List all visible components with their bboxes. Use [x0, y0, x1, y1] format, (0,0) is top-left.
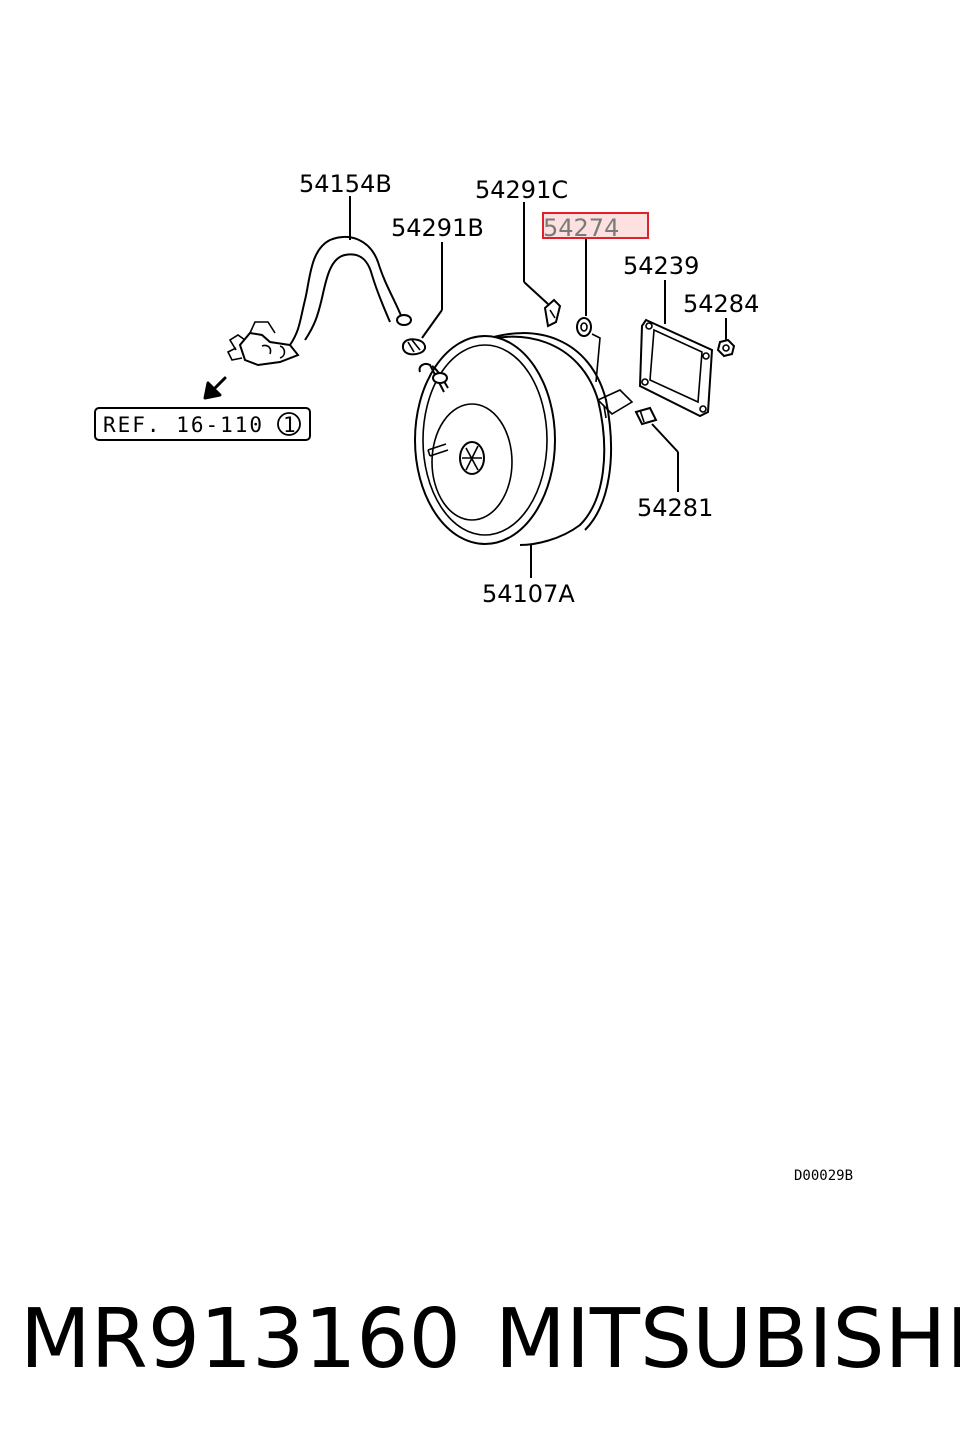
part-number: MR913160: [20, 1292, 461, 1387]
reference-circle-number: 1: [283, 413, 296, 437]
hose-clip: [401, 338, 426, 356]
gasket: [638, 318, 714, 418]
nut: [716, 338, 736, 358]
drawing-code: D00029B: [794, 1168, 853, 1184]
vacuum-hose: [226, 236, 412, 367]
label-hose[interactable]: 54154B: [299, 170, 392, 198]
leader-lines: [349, 196, 727, 578]
highlight-box: [542, 212, 649, 239]
washer: [576, 317, 592, 337]
label-stud[interactable]: 54281: [637, 494, 713, 522]
reference-arrow-icon: [203, 376, 227, 400]
brake-booster: [414, 332, 634, 546]
clip-c: [543, 298, 562, 328]
label-highlighted[interactable]: 54274: [543, 214, 619, 242]
label-booster[interactable]: 54107A: [482, 580, 575, 608]
footer-caption: MR913160 MITSUBISHI: [0, 1290, 960, 1390]
reference-box[interactable]: REF. 16-110 1: [94, 407, 311, 441]
reference-text: REF. 16-110: [103, 413, 264, 437]
label-clip-c[interactable]: 54291C: [475, 176, 568, 204]
label-nut[interactable]: 54284: [683, 290, 759, 318]
label-gasket[interactable]: 54239: [623, 252, 699, 280]
label-clip-b[interactable]: 54291B: [391, 214, 484, 242]
brand-name: MITSUBISHI: [495, 1292, 960, 1387]
stud: [634, 406, 658, 426]
